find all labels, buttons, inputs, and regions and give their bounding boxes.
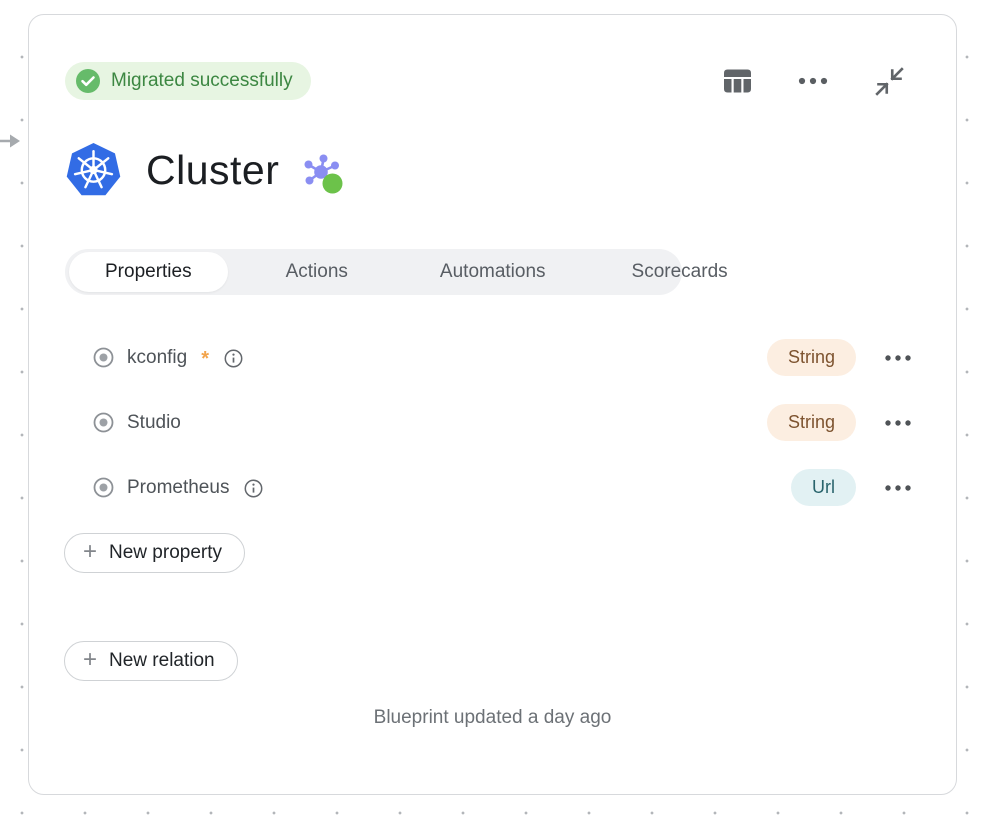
property-bullet-icon (93, 347, 114, 368)
property-menu-button[interactable] (883, 343, 913, 373)
property-row-studio: Studio String (29, 390, 956, 455)
property-left-group: Prometheus (93, 477, 263, 499)
property-menu-button[interactable] (883, 473, 913, 503)
property-row-kconfig: kconfig * String (29, 325, 956, 390)
tab-automations[interactable]: Automations (439, 261, 546, 282)
card-toolbar (720, 64, 906, 98)
property-row-prometheus: Prometheus Url (29, 455, 956, 520)
status-badge: Migrated successfully (65, 62, 311, 100)
page-title: Cluster (146, 147, 280, 193)
table-columns-button[interactable] (720, 64, 754, 98)
property-left-group: kconfig * (93, 344, 243, 371)
kubernetes-logo-icon (65, 142, 122, 199)
required-asterisk: * (201, 348, 209, 370)
canvas-edge-arrow-icon (0, 131, 21, 151)
property-name: Prometheus (127, 476, 230, 498)
property-bullet-icon (93, 412, 114, 433)
more-options-button[interactable] (796, 64, 830, 98)
tab-properties[interactable]: Properties (69, 252, 228, 292)
plus-icon: + (83, 646, 98, 673)
property-menu-button[interactable] (883, 408, 913, 438)
new-relation-label: New relation (109, 650, 215, 671)
type-badge: Url (791, 469, 856, 506)
status-badge-label: Migrated successfully (111, 70, 293, 91)
plus-icon: + (83, 538, 98, 565)
relations-graph-icon (303, 154, 345, 196)
type-badge: String (766, 404, 856, 441)
property-name: kconfig (127, 346, 188, 368)
tab-bar: Properties Actions Automations Scorecard… (65, 249, 728, 295)
type-badge: String (766, 339, 856, 376)
property-left-group: Studio (93, 412, 181, 434)
properties-list: kconfig * String (29, 325, 956, 520)
tab-scorecards[interactable]: Scorecards (631, 261, 728, 282)
property-name: Studio (127, 411, 181, 433)
card-header: Cluster (65, 142, 956, 199)
new-property-label: New property (109, 542, 223, 563)
tab-actions[interactable]: Actions (285, 261, 348, 282)
info-icon[interactable] (244, 479, 263, 498)
blueprint-card: Migrated successfully (28, 14, 957, 795)
new-property-button[interactable]: + New property (64, 533, 246, 573)
success-check-icon (75, 68, 101, 94)
collapse-button[interactable] (872, 64, 906, 98)
property-bullet-icon (93, 477, 114, 498)
info-icon[interactable] (224, 349, 243, 368)
blueprint-updated-text: Blueprint updated a day ago (373, 707, 612, 728)
card-top-row: Migrated successfully (65, 62, 906, 100)
new-relation-button[interactable]: + New relation (64, 641, 238, 681)
